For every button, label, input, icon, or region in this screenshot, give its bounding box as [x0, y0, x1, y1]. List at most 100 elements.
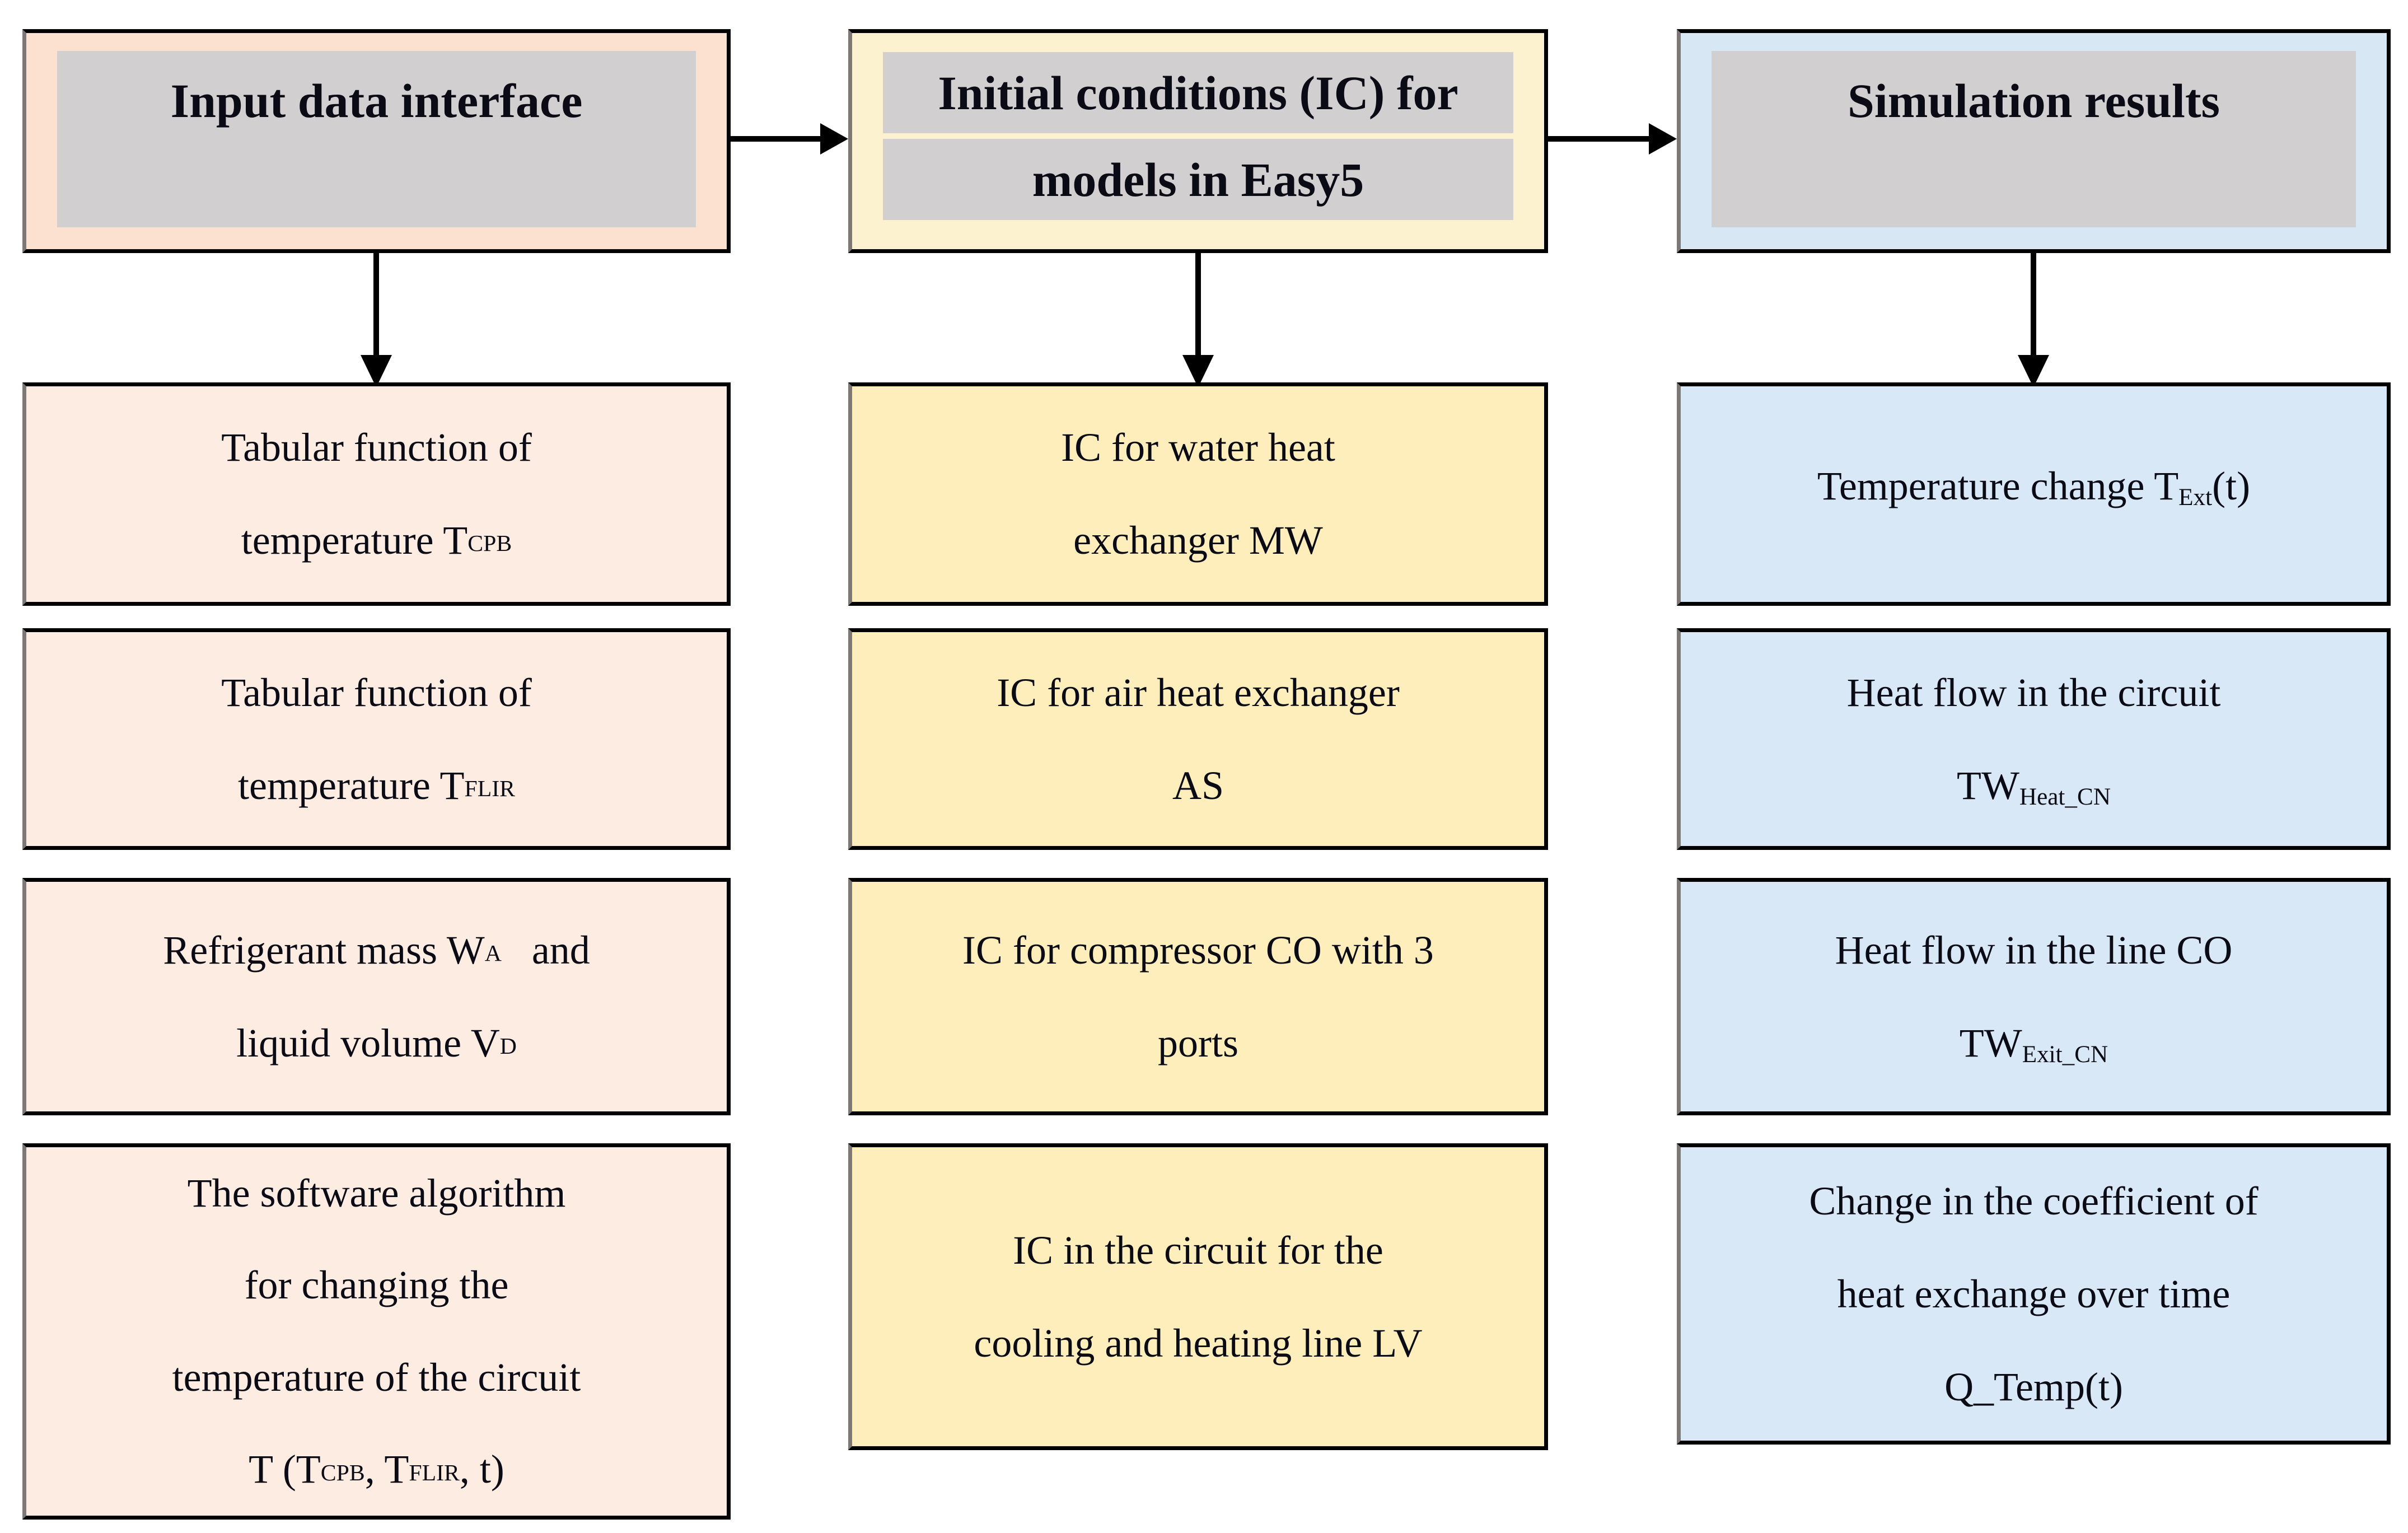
arrow-shaft [2031, 253, 2036, 357]
text-segment: heat exchange over time [1837, 1271, 2231, 1316]
text-segment: temperature of the circuit [172, 1354, 581, 1400]
text-segment: Simulation results [1847, 74, 2220, 128]
text-line: Simulation results [1848, 70, 2220, 132]
text-line: Change in the coefficient of [1809, 1155, 2258, 1247]
text-segment: Refrigerant mass W [163, 927, 485, 973]
text-segment: Tabular function of [221, 425, 532, 470]
arrow-right-icon [1548, 123, 1677, 155]
box-software-algorithm: The software algorithm for changing the te… [22, 1143, 731, 1520]
text-line: AS [1172, 739, 1224, 832]
text-segment: exchanger MW [1073, 518, 1323, 563]
text-segment: Initial conditions (IC) for [938, 66, 1458, 120]
text-segment: temperature T [241, 518, 468, 563]
text-segment: Q_Temp(t) [1944, 1364, 2123, 1409]
arrow-down-icon [2018, 253, 2049, 387]
box-ic-circuit-line-lv: IC in the circuit for the cooling and hea… [848, 1143, 1548, 1450]
text-line: cooling and heating line LV [974, 1297, 1422, 1390]
text-segment: Tabular function of [221, 670, 532, 715]
header-gray-bar-2: models in Easy5 [883, 139, 1513, 220]
subscript: CPB [320, 1460, 365, 1486]
text-segment: IC for air heat exchanger [997, 670, 1400, 715]
arrow-head [361, 355, 392, 387]
text-segment: ports [1158, 1020, 1238, 1065]
arrow-right-icon [731, 123, 848, 155]
text-segment: cooling and heating line LV [974, 1320, 1423, 1366]
text-line: for changing the [245, 1240, 509, 1332]
arrow-head [2018, 355, 2049, 387]
subscript: Heat_CN [2019, 784, 2111, 811]
text-segment: IC for water heat [1061, 425, 1335, 470]
box-coefficient-change: Change in the coefficient of heat exchang… [1677, 1143, 2391, 1445]
arrow-head [1649, 123, 1677, 155]
text-segment: Input data interface [170, 74, 583, 128]
subscript: Exit_CN [2022, 1041, 2108, 1068]
text-line: exchanger MW [1073, 494, 1323, 587]
text-line: heat exchange over time [1837, 1247, 2231, 1340]
arrow-shaft [373, 253, 379, 357]
subscript: A [484, 940, 502, 966]
text-segment: Heat flow in the circuit [1846, 670, 2221, 715]
header-gray-bar-1: Initial conditions (IC) for [883, 52, 1513, 133]
box-ic-water-heat-exchanger: IC for water heat exchanger MW [848, 382, 1548, 606]
text-segment: IC in the circuit for the [1013, 1227, 1383, 1273]
arrow-down-icon [1182, 253, 1214, 387]
text-segment: , t) [459, 1447, 504, 1492]
text-segment: Change in the coefficient of [1809, 1178, 2259, 1223]
arrow-shaft [731, 136, 821, 142]
text-line: Tabular function of [221, 646, 532, 739]
arrow-head [820, 123, 848, 155]
arrow-head [1182, 355, 1214, 387]
text-segment: for changing the [244, 1263, 509, 1308]
arrow-shaft [1548, 136, 1650, 142]
text-line: Heat flow in the circuit [1847, 646, 2221, 739]
text-segment: models in Easy5 [1032, 152, 1364, 207]
text-segment: , T [364, 1447, 409, 1492]
text-line: IC in the circuit for the [1013, 1204, 1383, 1297]
header-box-input-data: Input data interface [22, 29, 731, 253]
text-line: Heat flow in the line CO [1835, 904, 2233, 997]
text-line: Tabular function of [221, 401, 532, 494]
header-gray-panel: Simulation results [1712, 51, 2356, 227]
text-segment: Heat flow in the line CO [1835, 927, 2233, 973]
header-gray-panel: Input data interface [57, 51, 696, 227]
text-line: IC for water heat [1061, 401, 1335, 494]
text-segment: liquid volume V [236, 1020, 500, 1065]
text-line: The software algorithm [188, 1147, 566, 1240]
text-segment: TW [1956, 763, 2019, 808]
text-segment: T (T [249, 1447, 321, 1492]
subscript: FLIR [464, 775, 515, 802]
box-ic-compressor: IC for compressor CO with 3 ports [848, 878, 1548, 1115]
text-segment: temperature T [238, 763, 465, 808]
text-line: models in Easy5 [1032, 149, 1364, 211]
text-line: IC for compressor CO with 3 [962, 904, 1434, 997]
arrow-shaft [1195, 253, 1201, 357]
text-segment: The software algorithm [187, 1170, 566, 1216]
text-line: ports [1158, 997, 1238, 1090]
header-box-simulation-results: Simulation results [1677, 29, 2391, 253]
text-segment: Temperature change T [1817, 463, 2179, 508]
text-line: IC for air heat exchanger [997, 646, 1400, 739]
text-segment: IC for compressor CO with 3 [962, 927, 1434, 973]
text-segment: and [501, 927, 590, 973]
text-segment: TW [1959, 1020, 2022, 1065]
arrow-down-icon [361, 253, 392, 387]
subscript: FLIR [409, 1460, 460, 1486]
subscript: Ext [2178, 484, 2213, 511]
text-line: Initial conditions (IC) for [938, 62, 1458, 124]
text-segment: AS [1172, 763, 1224, 808]
